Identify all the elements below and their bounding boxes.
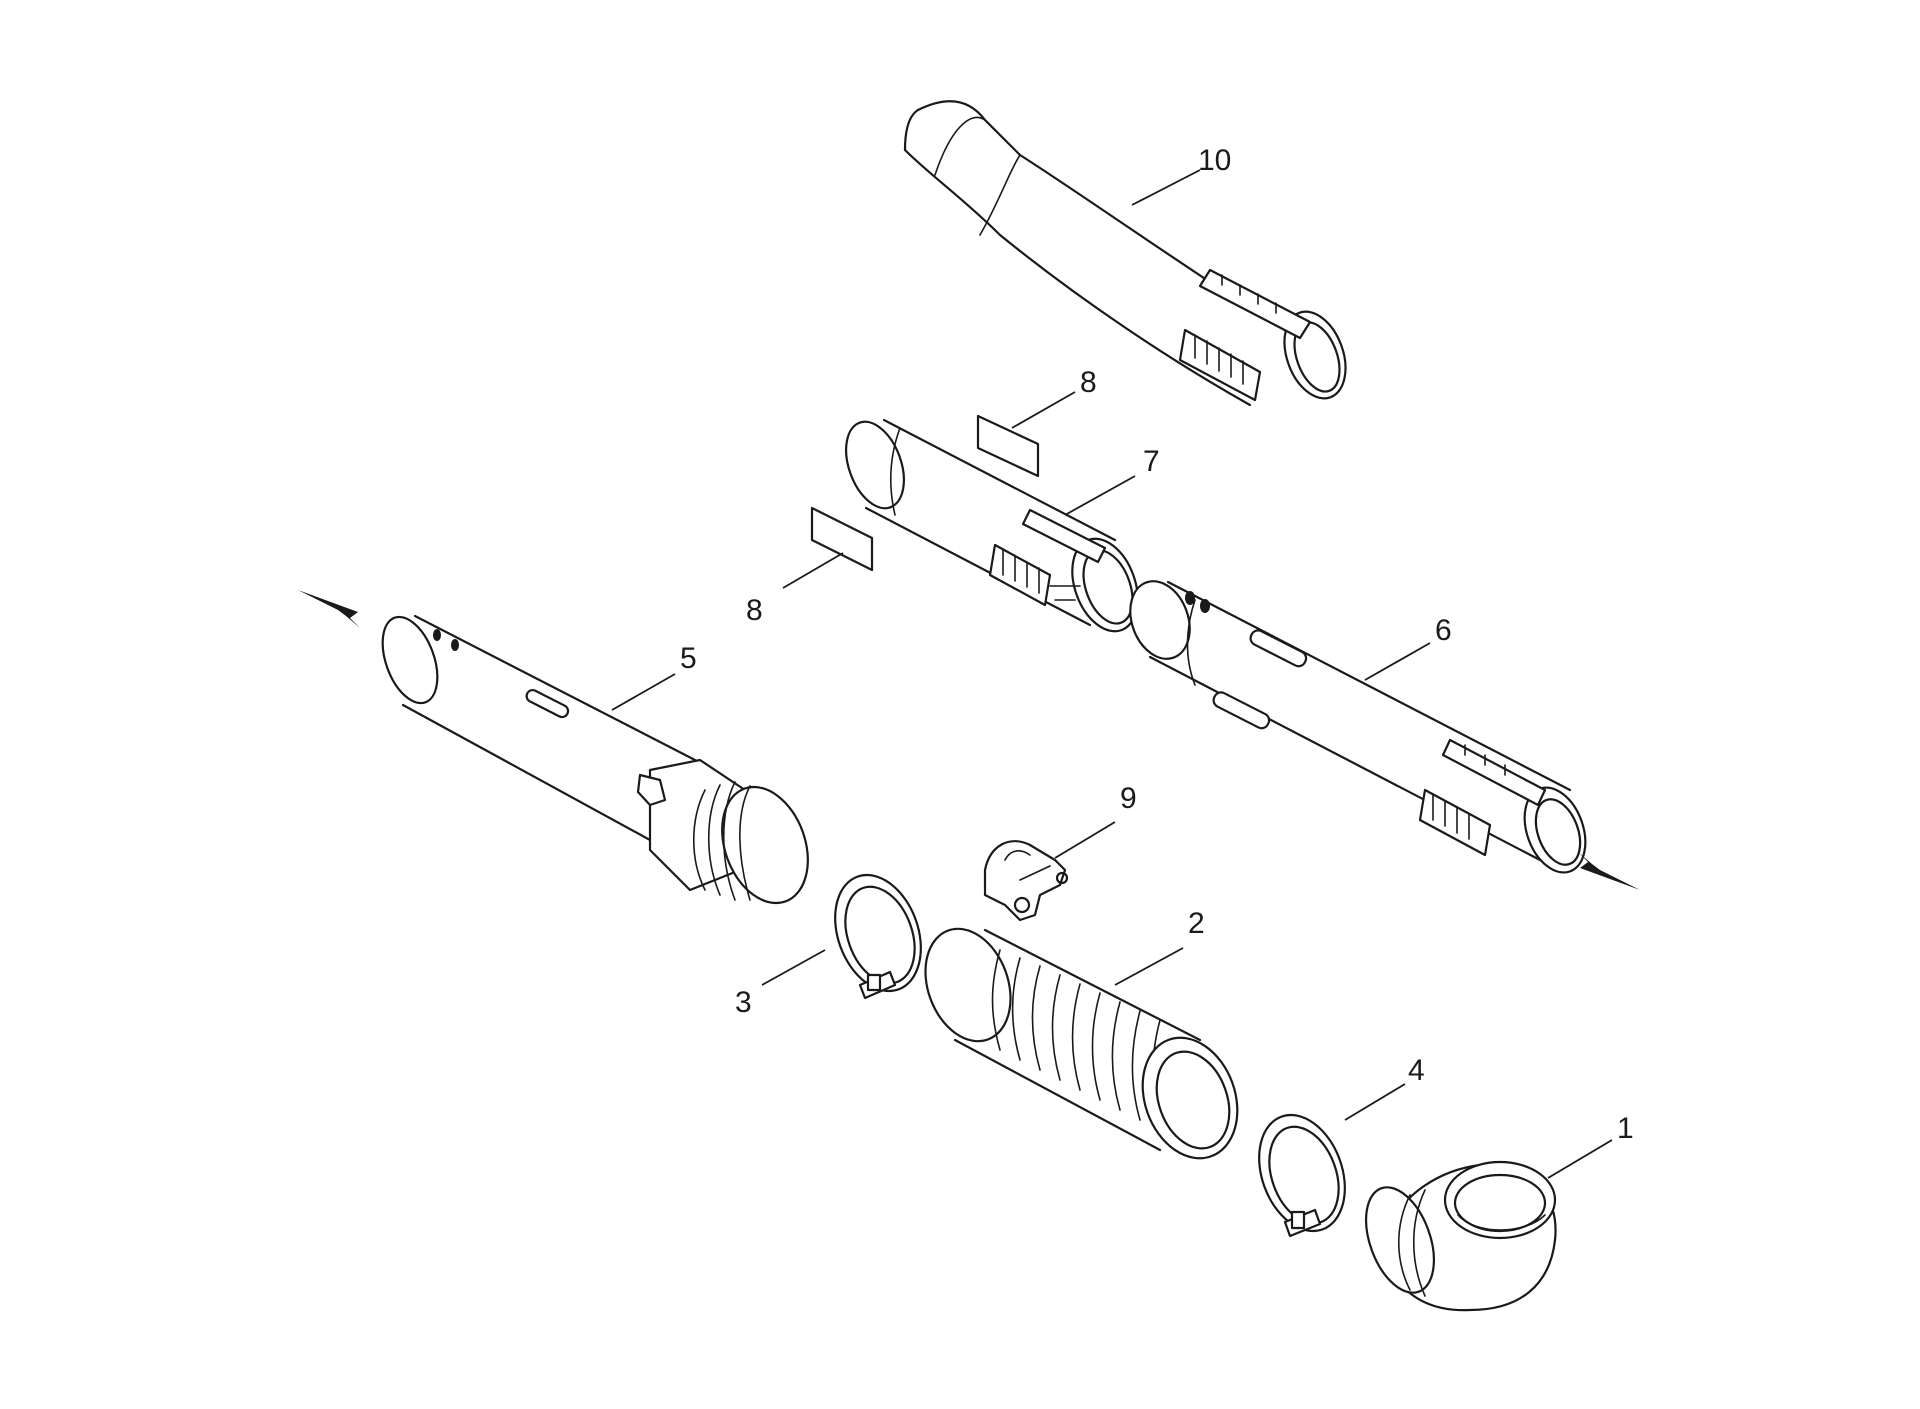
callout-2: 2 [1188,907,1205,940]
part-2-bellows-hose [924,927,1239,1160]
direction-arrow-right [1578,852,1640,890]
part-5-inlet-tube [381,614,809,905]
leader-7 [1064,475,1136,516]
leader-2 [1114,947,1184,986]
part-8-label-lower [810,506,874,572]
part-10-curved-nozzle [903,100,1347,407]
part-4-hose-clamp [1258,1113,1346,1238]
part-6-long-tube [1129,580,1587,874]
leader-8-upper [1011,391,1076,429]
direction-arrow-left [298,590,360,628]
leader-3 [761,949,826,986]
leader-1 [1547,1139,1613,1179]
callout-9: 9 [1120,782,1137,815]
callout-4: 4 [1408,1054,1425,1087]
leader-5 [611,673,676,711]
callout-numbers: 10 8 7 8 5 6 9 2 3 4 1 [680,144,1634,1145]
leader-6 [1364,642,1431,681]
callout-1: 1 [1617,1112,1634,1145]
part-1-elbow [1365,1160,1557,1312]
leader-10 [1131,169,1201,206]
part-3-hose-clamp [834,873,922,1000]
callout-8-upper: 8 [1080,366,1097,399]
leader-8-lower [782,552,844,589]
callout-10: 10 [1198,144,1231,177]
callout-7: 7 [1143,445,1160,478]
callout-5: 5 [680,642,697,675]
part-9-clip-bracket [983,840,1069,922]
leader-9 [1054,821,1116,859]
leader-lines [611,169,1613,1179]
leader-4 [1344,1083,1406,1121]
callout-3: 3 [735,986,752,1019]
part-8-label-upper [976,414,1040,478]
part-7-middle-tube [845,418,1139,633]
callout-6: 6 [1435,614,1452,647]
callout-8-lower: 8 [746,594,763,627]
